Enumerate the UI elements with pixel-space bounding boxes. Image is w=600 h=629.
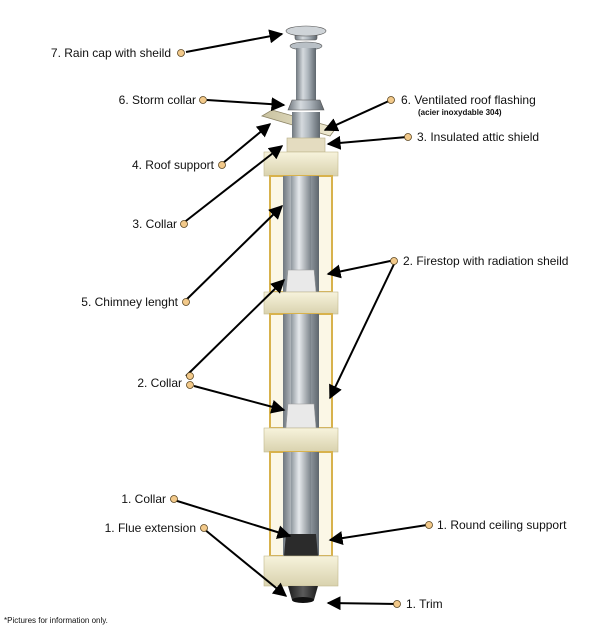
footnote: *Pictures for information only.	[4, 616, 108, 625]
label-firestop: 2. Firestop with radiation sheild	[403, 254, 568, 268]
label-roof-support: 4. Roof support	[132, 158, 215, 172]
arrow-round-ceiling-support	[328, 524, 428, 545]
arrow-rain-cap	[185, 29, 284, 53]
label-rain-cap: 7. Rain cap with sheild	[51, 46, 171, 60]
arrow-firestop-1	[326, 259, 396, 279]
label-chimney-length: 5. Chimney lenght	[81, 295, 178, 309]
trim	[288, 586, 318, 600]
chimney-assembly	[261, 25, 339, 603]
housing-section-2	[269, 313, 333, 429]
storm-collar	[287, 99, 325, 111]
label-attic-shield: 3. Insulated attic shield	[417, 130, 539, 144]
callout-arrows	[173, 29, 428, 611]
housing-section-1	[269, 175, 333, 293]
label-ventilated-flashing: 6. Ventilated roof flashing	[401, 93, 536, 107]
ceiling-support-plate	[263, 555, 339, 587]
arrow-collar-2b	[193, 385, 286, 414]
arrow-collar-1	[173, 499, 292, 539]
arrow-roof-support	[222, 123, 272, 164]
flashing-pipe	[292, 112, 320, 138]
label-round-ceiling-support: 1. Round ceiling support	[437, 518, 567, 532]
firestop-plate-1	[263, 291, 339, 315]
attic-shield	[286, 137, 326, 153]
housing-section-3	[269, 451, 333, 557]
label-collar-2: 2. Collar	[137, 376, 182, 390]
firestop-plate-2	[263, 427, 339, 453]
label-collar-3: 3. Collar	[132, 217, 177, 231]
support-plate-top	[263, 151, 339, 177]
label-dots	[170, 49, 433, 608]
arrow-chimney-length	[183, 205, 284, 303]
label-trim: 1. Trim	[406, 597, 443, 611]
arrow-storm-collar	[206, 97, 286, 112]
arrow-ventilated-flashing	[323, 99, 392, 132]
arrow-collar-3	[181, 145, 284, 225]
arrow-collar-2a	[185, 279, 286, 377]
label-collar-1: 1. Collar	[121, 492, 166, 506]
arrow-firestop-2	[329, 261, 396, 400]
label-storm-collar: 6. Storm collar	[119, 93, 196, 107]
arrow-attic-shield	[326, 135, 408, 150]
label-flue-extension: 1. Flue extension	[105, 521, 196, 535]
rain-cap	[285, 25, 327, 51]
arrow-flue-extension	[203, 528, 288, 597]
arrow-trim	[326, 596, 398, 611]
labels: 7. Rain cap with sheild 6. Storm collar …	[4, 46, 568, 625]
label-ventilated-flashing-sub: (acier inoxydable 304)	[418, 108, 502, 117]
upper-pipe	[296, 48, 316, 110]
